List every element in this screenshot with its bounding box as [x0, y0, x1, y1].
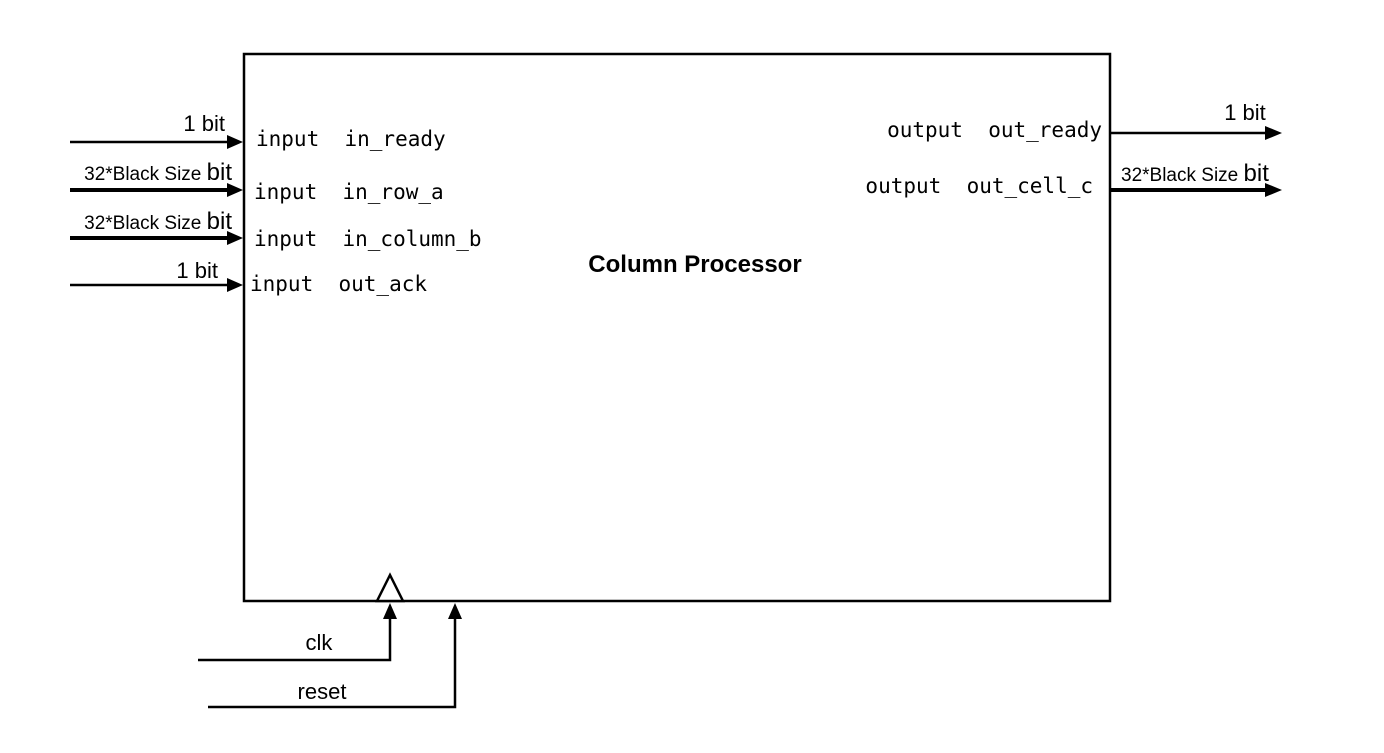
out-ready-width-label: 1 bit	[1224, 100, 1266, 125]
output-out-ready: 1 bit output out_ready	[887, 100, 1282, 142]
reset-label: reset	[298, 679, 347, 704]
reset-arrowhead	[448, 603, 462, 619]
out-ack-port-label: input out_ack	[250, 272, 427, 296]
clock-triangle-icon	[374, 572, 406, 603]
input-in-row-a: 32*Black Size bit input in_row_a	[70, 159, 444, 204]
reset-input: reset	[208, 603, 462, 709]
out-cell-c-port-label: output out_cell_c	[865, 174, 1093, 198]
in-row-a-port-label: input in_row_a	[254, 180, 444, 204]
in-column-b-port-label: input in_column_b	[254, 227, 482, 251]
input-out-ack: 1 bit input out_ack	[70, 258, 427, 296]
clk-arrowhead	[383, 603, 397, 619]
out-ack-arrowhead	[227, 278, 243, 292]
out-cell-c-arrowhead	[1265, 183, 1282, 197]
out-cell-c-width-label: 32*Black Size bit	[1121, 160, 1269, 187]
output-out-cell-c: 32*Black Size bit output out_cell_c	[865, 160, 1282, 198]
in-ready-arrowhead	[227, 135, 243, 149]
block-title: Column Processor	[588, 251, 801, 278]
in-column-b-width-label: 32*Black Size bit	[84, 208, 232, 235]
out-ready-port-label: output out_ready	[887, 118, 1102, 142]
in-ready-width-label: 1 bit	[183, 111, 225, 136]
clk-wire	[198, 618, 392, 662]
in-row-a-arrowhead	[227, 183, 243, 197]
in-ready-port-label: input in_ready	[256, 127, 446, 151]
column-processor-block	[242, 52, 1112, 603]
in-column-b-arrowhead	[227, 231, 243, 245]
clk-label: clk	[306, 630, 334, 655]
input-in-column-b: 32*Black Size bit input in_column_b	[70, 208, 482, 251]
reset-wire	[208, 618, 457, 709]
out-ack-width-label: 1 bit	[176, 258, 218, 283]
in-row-a-width-label: 32*Black Size bit	[84, 159, 232, 186]
out-ready-arrowhead	[1265, 126, 1282, 140]
input-in-ready: 1 bit input in_ready	[70, 111, 446, 151]
clk-input: clk	[198, 572, 406, 662]
